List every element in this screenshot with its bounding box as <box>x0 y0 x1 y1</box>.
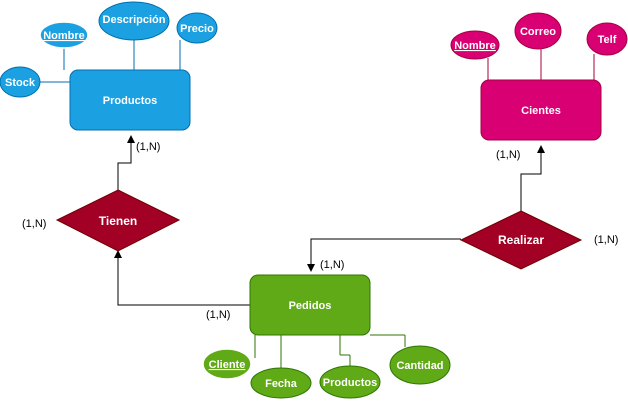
relationship-tienen-label: Tienen <box>99 214 137 228</box>
attr-clientes-telf-label: Telf <box>598 34 617 46</box>
attr-pedidos-fecha-label: Fecha <box>265 378 298 390</box>
attr-pedidos-cantidad-label: Cantidad <box>396 360 443 372</box>
entity-clientes-label: Cientes <box>521 105 561 117</box>
cardinality-pedidos-tienen: (1,N) <box>206 309 230 321</box>
entity-productos-label: Productos <box>103 95 157 107</box>
attr-productos-nombre-label: Nombre <box>43 30 85 42</box>
attr-productos-stock-label: Stock <box>5 77 36 89</box>
entity-clientes[interactable]: Cientes <box>480 79 602 141</box>
relationship-realizar-label: Realizar <box>498 233 544 247</box>
attr-pedidos-cantidad[interactable]: Cantidad <box>389 345 451 385</box>
attr-productos-stock[interactable]: Stock <box>0 66 41 98</box>
attr-productos-nombre[interactable]: Nombre <box>39 21 89 49</box>
edge-pedidos-tienen <box>114 250 250 306</box>
attr-pedidos-cliente-label: Cliente <box>209 359 246 371</box>
relationship-tienen[interactable]: Tienen <box>55 189 181 252</box>
attr-productos-descripcion-label: Descripción <box>103 14 166 26</box>
attr-productos-precio-label: Precio <box>180 23 214 35</box>
attr-pedidos-productos-label: Productos <box>323 377 377 389</box>
cardinality-pedidos-realizar: (1,N) <box>320 259 344 271</box>
entity-pedidos[interactable]: Pedidos <box>249 274 371 336</box>
attr-clientes-correo[interactable]: Correo <box>514 12 562 50</box>
attr-productos-precio[interactable]: Precio <box>176 12 218 44</box>
edge-realizar-pedidos <box>307 238 461 272</box>
cardinality-tienen-left: (1,N) <box>22 218 46 230</box>
attr-clientes-correo-label: Correo <box>520 26 556 38</box>
pedidos-attribute-connectors <box>254 334 406 368</box>
clientes-attribute-connectors <box>487 48 595 80</box>
relationship-edges <box>114 135 545 306</box>
attr-clientes-nombre-label: Nombre <box>454 40 496 52</box>
attr-clientes-nombre[interactable]: Nombre <box>450 30 500 60</box>
attr-pedidos-productos[interactable]: Productos <box>319 365 381 399</box>
edge-realizar-clientes <box>520 145 545 211</box>
entity-pedidos-label: Pedidos <box>289 300 332 312</box>
cardinality-realizar-right: (1,N) <box>594 234 618 246</box>
cardinality-clientes-realizar: (1,N) <box>496 149 520 161</box>
attr-productos-descripcion[interactable]: Descripción <box>98 1 170 41</box>
edge-tienen-productos <box>117 135 135 190</box>
attr-pedidos-fecha[interactable]: Fecha <box>250 367 312 399</box>
attr-pedidos-cliente[interactable]: Cliente <box>202 348 252 380</box>
cardinality-productos-tienen: (1,N) <box>136 141 160 153</box>
relationship-realizar[interactable]: Realizar <box>459 210 583 270</box>
productos-attribute-connectors <box>40 40 181 83</box>
attr-clientes-telf[interactable]: Telf <box>586 22 628 56</box>
entity-productos[interactable]: Productos <box>69 69 191 131</box>
